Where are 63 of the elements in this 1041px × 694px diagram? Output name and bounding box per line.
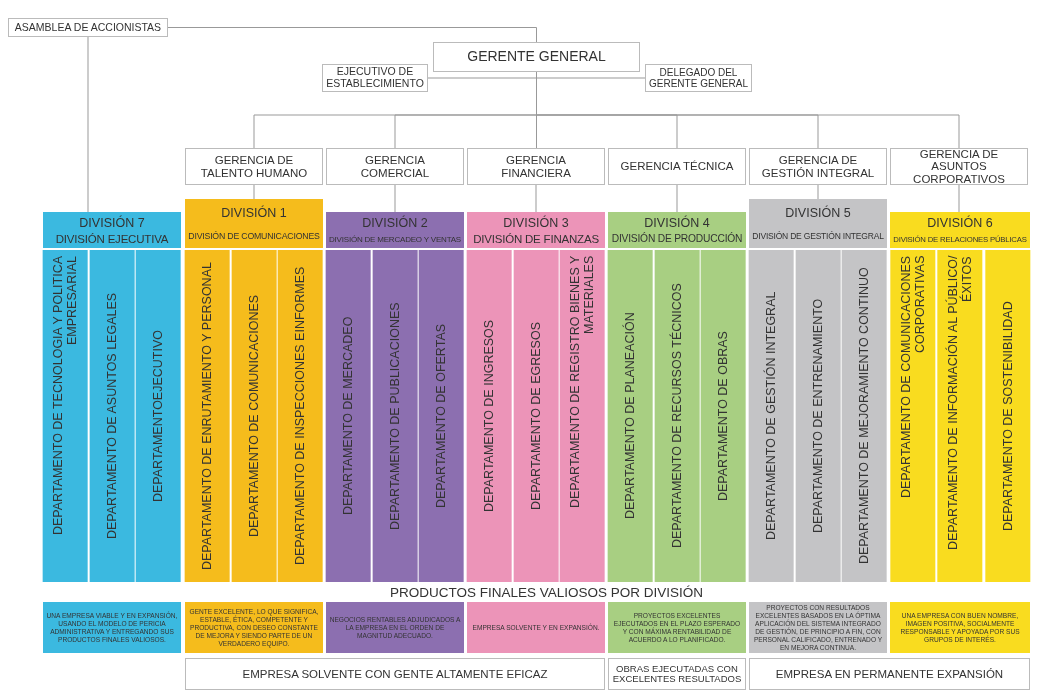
division-header <box>608 212 746 248</box>
department-column: DEPARTAMENTO DE ENTRENAMIENTO <box>795 250 841 582</box>
org-box: DELEGADO DEL GERENTE GENERAL <box>645 64 752 92</box>
department-column: DEPARTAMENTO DE MERCADEO <box>326 250 371 582</box>
division-header <box>185 199 323 248</box>
department-column: DEPARTAMENTO DE MEJORAMIENTO CONTINUO <box>842 250 887 582</box>
department-column: DEPARTAMENTO DE GESTIÓN INTEGRAL <box>749 250 794 582</box>
connector-line <box>253 184 255 200</box>
department-column: DEPARTAMENTO DE INGRESOS <box>467 250 512 582</box>
department-column: DEPARTAMENTO DE PLANEACIÓN <box>608 250 653 582</box>
department-column: DEPARTAMENTO DE RECURSOS TÉCNICOS <box>654 250 700 582</box>
department-column: DEPARTAMENTO DE OFERTAS <box>419 250 464 582</box>
department-column: DEPARTAMENTO DE COMUNICACIONES CORPORATIVAS <box>890 250 936 582</box>
department-column: DEPARTAMENTO DE INFORMACIÓN AL PÚBLICO/ÉXITOS <box>937 250 983 582</box>
result-box: EMPRESA EN PERMANENTE EXPANSIÓN <box>749 658 1030 690</box>
connector-line <box>87 36 89 213</box>
connector-line <box>535 184 537 213</box>
result-box: EMPRESA SOLVENTE CON GENTE ALTAMENTE EFICAZ <box>185 658 605 690</box>
org-box: GERENCIA FINANCIERA <box>467 148 605 185</box>
division-header <box>467 212 605 248</box>
division-name: DIVISIÓN DE FINANZAS <box>473 232 599 245</box>
department-column: DEPARTAMENTO DE ASUNTOS LEGALES <box>89 250 135 582</box>
department-column: DEPARTAMENTO DE COMUNICACIONES <box>231 250 277 582</box>
org-box: GERENCIA DE ASUNTOS CORPORATIVOS <box>890 148 1028 185</box>
division-number: DIVISIÓN 7 <box>79 215 145 230</box>
division-number: DIVISIÓN 2 <box>362 216 428 231</box>
org-box: GERENTE GENERAL <box>433 42 640 72</box>
connector-line <box>958 184 960 213</box>
division-number: DIVISIÓN 5 <box>785 206 851 221</box>
division-header <box>749 199 887 248</box>
division-name: DIVISIÓN DE PRODUCCIÓN <box>611 233 743 245</box>
org-box: GERENCIA DE TALENTO HUMANO <box>185 148 323 185</box>
division-number: DIVISIÓN 6 <box>927 216 993 231</box>
connector-line <box>167 27 537 43</box>
org-box: GERENCIA COMERCIAL <box>326 148 464 185</box>
division-name: DIVISIÓN DE MERCADEO Y VENTAS <box>329 234 461 244</box>
connector-line <box>817 184 819 200</box>
connector-line <box>676 184 678 213</box>
division-number: DIVISIÓN 3 <box>503 215 569 230</box>
division-name: DIVISIÓN EJECUTIVA <box>55 232 169 245</box>
department-column: DEPARTAMENTO DE OBRAS <box>701 250 746 582</box>
org-box: ASAMBLEA DE ACCIONISTAS <box>8 18 168 37</box>
department-column: DEPARTAMENTO DE ENRUTAMIENTO Y PERSONAL <box>185 250 230 582</box>
division-header <box>890 212 1030 248</box>
department-column: DEPARTAMENTOEJECUTIVO <box>136 250 181 582</box>
department-column: DEPARTAMENTO DE SOSTENIBILIDAD <box>984 250 1030 582</box>
division-name: DIVISIÓN DE GESTIÓN INTEGRAL <box>752 230 884 241</box>
department-column: DEPARTAMENTO DE TECNOLOGIA Y POLITICA EMPRESARIAL <box>43 250 88 582</box>
division-number: DIVISIÓN 4 <box>644 215 710 230</box>
division-header <box>326 212 464 248</box>
section-heading: PRODUCTOS FINALES VALIOSOS POR DIVISIÓN <box>390 585 704 600</box>
division-header <box>43 212 181 248</box>
connector-line <box>394 184 396 213</box>
department-column: DEPARTAMENTO DE INSPECCIONES EINFORMES <box>278 250 323 582</box>
division-name: DIVISIÓN DE COMUNICACIONES <box>188 230 320 241</box>
department-column: DEPARTAMENTO DE REGISTRO BIENES Y MATERIALES <box>560 250 605 582</box>
org-box: GERENCIA TÉCNICA <box>608 148 746 185</box>
department-column: DEPARTAMENTO DE EGRESOS <box>513 250 559 582</box>
org-box: EJECUTIVO DE ESTABLECIMIENTO <box>322 64 428 92</box>
org-box: GERENCIA DE GESTIÓN INTEGRAL <box>749 148 887 185</box>
department-column: DEPARTAMENTO DE PUBLICACIONES <box>372 250 418 582</box>
result-box: OBRAS EJECUTADAS CON EXCELENTES RESULTADOS <box>608 658 746 690</box>
division-number: DIVISIÓN 1 <box>221 206 287 221</box>
